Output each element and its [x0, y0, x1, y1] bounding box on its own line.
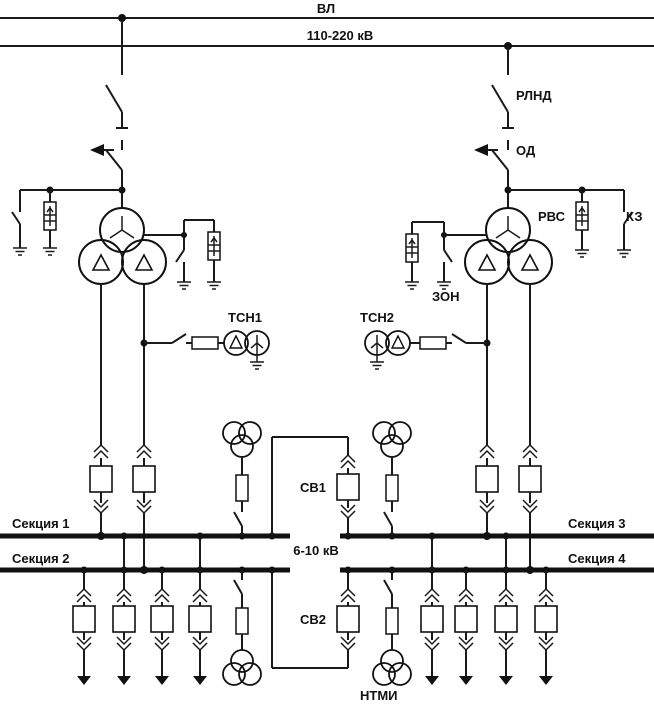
label-rvs: РВС — [538, 209, 566, 224]
label-kz: КЗ — [626, 209, 643, 224]
label-tsn2: ТСН2 — [360, 310, 394, 325]
label-section-4: Секция 4 — [568, 551, 626, 566]
feeder-cell — [150, 566, 174, 685]
label-rlnd: РЛНД — [516, 88, 552, 103]
tsn2-branch — [364, 330, 491, 370]
label-ntmi: НТМИ — [360, 688, 398, 703]
vt-section-1 — [222, 421, 262, 536]
feeder-cell — [188, 566, 212, 685]
feeder-cell — [72, 566, 96, 685]
label-tsn1: ТСН1 — [228, 310, 262, 325]
lv-leads — [100, 284, 531, 445]
sv2-bus-coupler — [271, 570, 360, 669]
label-vl: ВЛ — [317, 1, 335, 16]
feeder-cell — [112, 566, 136, 685]
feeder-riser-dot — [428, 532, 436, 540]
vt-section-3 — [372, 421, 412, 536]
feeder-cell — [494, 566, 518, 685]
feeder-riser-dot — [502, 532, 510, 540]
outgoing-feeders — [72, 532, 558, 685]
feeder-riser-dot — [120, 532, 128, 540]
label-od: ОД — [516, 143, 536, 158]
sv1-bus-coupler — [271, 436, 360, 536]
left-hv-bay — [11, 14, 128, 256]
label-section-1: Секция 1 — [12, 516, 70, 531]
label-mv-voltage: 6-10 кВ — [293, 543, 339, 558]
transformer-t1 — [78, 207, 222, 290]
label-hv-voltage: 110-220 кВ — [307, 28, 374, 43]
vt-section-4 — [372, 570, 412, 686]
transformer-t2 — [404, 207, 553, 290]
feeder-riser-dot — [196, 532, 204, 540]
label-section-2: Секция 2 — [12, 551, 70, 566]
label-zon: ЗОН — [432, 289, 459, 304]
label-sv2: СВ2 — [300, 612, 326, 627]
label-sv1: СВ1 — [300, 480, 326, 495]
feeder-cell — [454, 566, 478, 685]
feeder-cell — [534, 566, 558, 685]
vt-section-2 — [222, 570, 262, 686]
right-hv-bay — [474, 42, 633, 258]
feeder-cell — [420, 566, 444, 685]
label-section-3: Секция 3 — [568, 516, 626, 531]
tsn1-branch — [140, 330, 270, 370]
